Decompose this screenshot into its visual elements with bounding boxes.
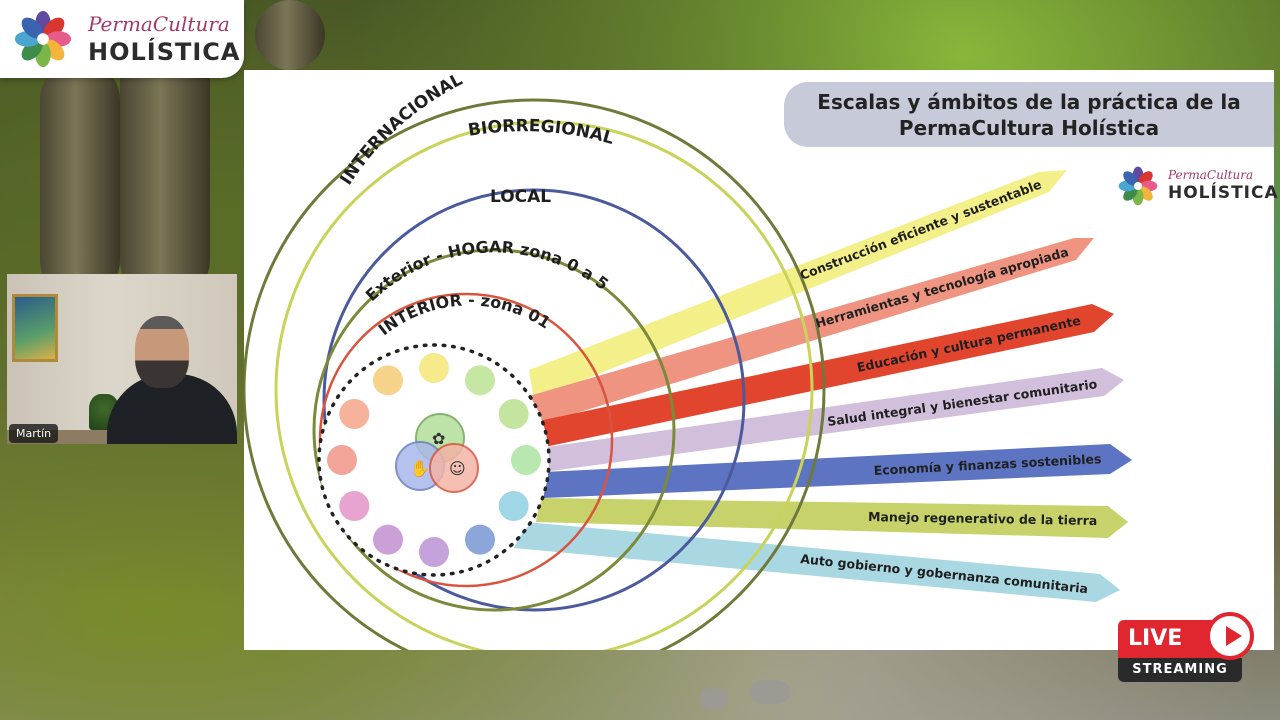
principle-icon xyxy=(498,491,529,521)
ring-biorregional xyxy=(274,120,814,650)
streaming-label: STREAMING xyxy=(1118,658,1242,682)
label-interior-text: INTERIOR - zona 01 xyxy=(375,290,554,339)
label-interior: INTERIOR - zona 01 xyxy=(375,290,554,339)
principle-icon xyxy=(373,365,403,396)
arrow-manejo xyxy=(536,498,1128,538)
label-internacional: INTERNACIONAL xyxy=(336,70,466,189)
live-streaming-badge: LIVE STREAMING xyxy=(1118,612,1256,684)
arrow-label-manejo: Manejo regenerativo de la tierra xyxy=(868,509,1097,528)
presenter-name-tag: Martín xyxy=(9,424,59,443)
icon-ring xyxy=(327,353,541,567)
practice-arrows xyxy=(514,170,1132,602)
hands-icon: ✋ xyxy=(410,459,430,478)
webcam-feed[interactable] xyxy=(7,274,237,444)
presentation-slide: INTERNACIONAL BIORREGIONAL LOCAL Exterio… xyxy=(244,70,1278,650)
presenter-head xyxy=(135,316,189,388)
flower-logo-icon xyxy=(1118,166,1158,206)
center-circle-pink xyxy=(429,443,479,493)
principle-icon xyxy=(339,491,370,521)
slide-title: Escalas y ámbitos de la práctica de la P… xyxy=(784,82,1274,147)
arrow-construccion xyxy=(529,170,1067,400)
play-icon xyxy=(1206,612,1254,660)
principle-icon xyxy=(419,353,449,383)
principle-icon xyxy=(465,524,495,555)
label-local: LOCAL xyxy=(490,187,551,207)
principle-icon xyxy=(465,365,495,396)
logo-script-text: PermaCultura xyxy=(88,12,230,36)
arrow-salud xyxy=(540,368,1124,472)
slide-title-line1: Escalas y ámbitos de la práctica de la xyxy=(817,90,1241,114)
brand-logo[interactable]: PermaCultura HOLÍSTICA xyxy=(0,0,244,78)
label-internacional-text: INTERNACIONAL xyxy=(336,70,466,189)
principle-icon xyxy=(419,537,449,567)
label-biorregional-text: BIORREGIONAL xyxy=(467,116,617,149)
ring-internacional xyxy=(244,98,826,650)
flower-logo-icon xyxy=(14,10,72,68)
slide-title-line2: PermaCultura Holística xyxy=(898,116,1160,140)
logo-bold-text: HOLÍSTICA xyxy=(88,38,241,66)
ring-exterior xyxy=(312,248,676,612)
people-icon: ☺ xyxy=(449,459,466,478)
rock xyxy=(700,688,728,710)
arrow-label-educacion: Educación y cultura permanente xyxy=(856,313,1083,375)
tree-trunk-mid xyxy=(120,40,210,300)
ring-local xyxy=(322,188,746,612)
tree-trunk-left xyxy=(40,60,120,300)
principle-icon xyxy=(373,524,403,555)
tree-trunk-top xyxy=(255,0,325,70)
principle-icon xyxy=(511,445,541,475)
slide-logo-script: PermaCultura xyxy=(1168,168,1254,182)
slide-logo: PermaCultura HOLÍSTICA xyxy=(1118,166,1278,206)
principle-icon xyxy=(327,445,357,475)
wall-painting xyxy=(12,294,58,362)
label-biorregional: BIORREGIONAL xyxy=(467,116,617,149)
rock xyxy=(750,680,790,704)
arrow-autogobierno xyxy=(514,522,1120,602)
principle-icon xyxy=(498,399,529,429)
scales-diagram: INTERNACIONAL BIORREGIONAL LOCAL Exterio… xyxy=(244,70,1132,650)
principle-icon xyxy=(339,399,370,429)
sprout-icon: ✿ xyxy=(432,429,445,448)
arrow-herramientas xyxy=(529,238,1094,426)
slide-logo-bold: HOLÍSTICA xyxy=(1168,183,1279,203)
arrow-economia xyxy=(544,444,1132,498)
